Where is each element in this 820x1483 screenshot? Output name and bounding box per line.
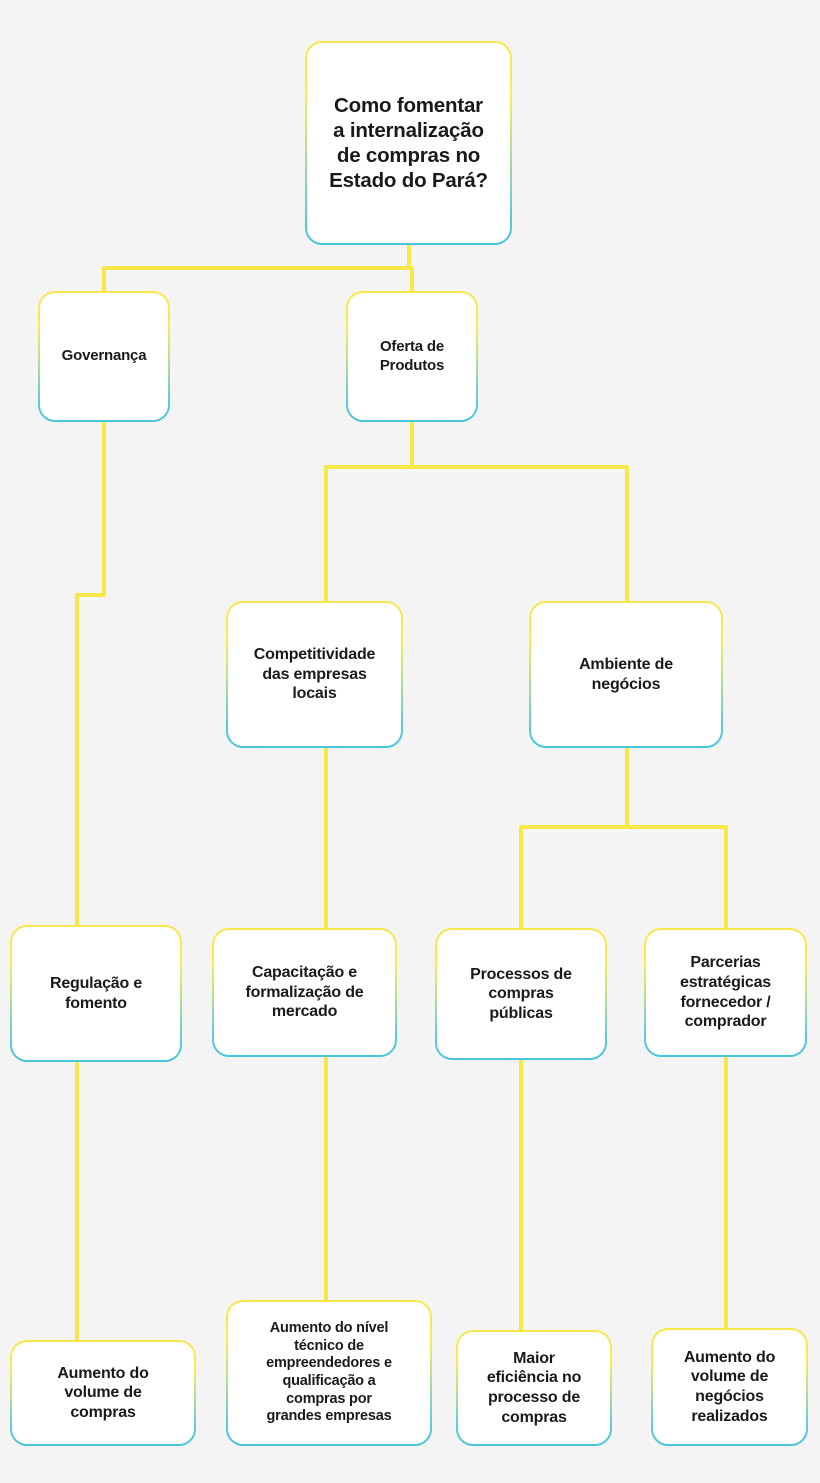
node-oferta-de-produtos-label: Oferta de Produtos bbox=[379, 338, 445, 374]
node-competitividade-empresas-locais[interactable]: Competitividade das empresas locais bbox=[226, 601, 403, 748]
node-processos-compras-publicas[interactable]: Processos de compras públicas bbox=[435, 928, 607, 1060]
edge-oferta-to-competitividade bbox=[324, 465, 412, 601]
node-aumento-volume-compras-label: Aumento do volume de compras bbox=[57, 1364, 149, 1421]
edge-root-to-oferta bbox=[409, 266, 414, 291]
node-processos-compras-publicas-label: Processos de compras públicas bbox=[470, 965, 572, 1022]
node-aumento-volume-compras[interactable]: Aumento do volume de compras bbox=[10, 1340, 196, 1446]
node-parcerias-estrategicas-label: Parcerias estratégicas fornecedor / comp… bbox=[680, 954, 771, 1031]
node-oferta-de-produtos[interactable]: Oferta de Produtos bbox=[346, 291, 478, 422]
edge-ambiente-to-processos bbox=[519, 825, 627, 928]
node-governanca[interactable]: Governança bbox=[38, 291, 170, 422]
node-maior-eficiencia-processo-compras-label: Maior eficiência no processo de compras bbox=[486, 1349, 582, 1426]
node-ambiente-de-negocios-label: Ambiente de negócios bbox=[579, 655, 673, 693]
edge-governanca-to-regulacao bbox=[75, 422, 106, 925]
edge-root-to-governanca bbox=[102, 266, 409, 291]
node-aumento-volume-negocios-realizados[interactable]: Aumento do volume de negócios realizados bbox=[651, 1328, 808, 1446]
edge-ambiente-to-parcerias bbox=[627, 825, 728, 928]
node-capacitacao-formalizacao-mercado[interactable]: Capacitação e formalização de mercado bbox=[212, 928, 397, 1057]
node-governanca-label: Governança bbox=[61, 347, 147, 365]
node-regulacao-e-fomento[interactable]: Regulação e fomento bbox=[10, 925, 182, 1062]
node-parcerias-estrategicas[interactable]: Parcerias estratégicas fornecedor / comp… bbox=[644, 928, 807, 1057]
node-aumento-volume-negocios-realizados-label: Aumento do volume de negócios realizados bbox=[683, 1348, 776, 1425]
node-competitividade-empresas-locais-label: Competitividade das empresas locais bbox=[253, 646, 376, 703]
node-capacitacao-formalizacao-mercado-label: Capacitação e formalização de mercado bbox=[245, 964, 364, 1021]
node-regulacao-e-fomento-label: Regulação e fomento bbox=[49, 974, 143, 1012]
node-root-label: Como fomentar a internalização de compra… bbox=[329, 94, 488, 192]
node-ambiente-de-negocios[interactable]: Ambiente de negócios bbox=[529, 601, 723, 748]
node-aumento-nivel-tecnico[interactable]: Aumento do nível técnico de empreendedor… bbox=[226, 1300, 432, 1446]
node-root[interactable]: Como fomentar a internalização de compra… bbox=[305, 41, 512, 245]
node-maior-eficiencia-processo-compras[interactable]: Maior eficiência no processo de compras bbox=[456, 1330, 612, 1446]
node-aumento-nivel-tecnico-label: Aumento do nível técnico de empreendedor… bbox=[266, 1319, 392, 1425]
edge-oferta-to-ambiente bbox=[412, 465, 629, 601]
